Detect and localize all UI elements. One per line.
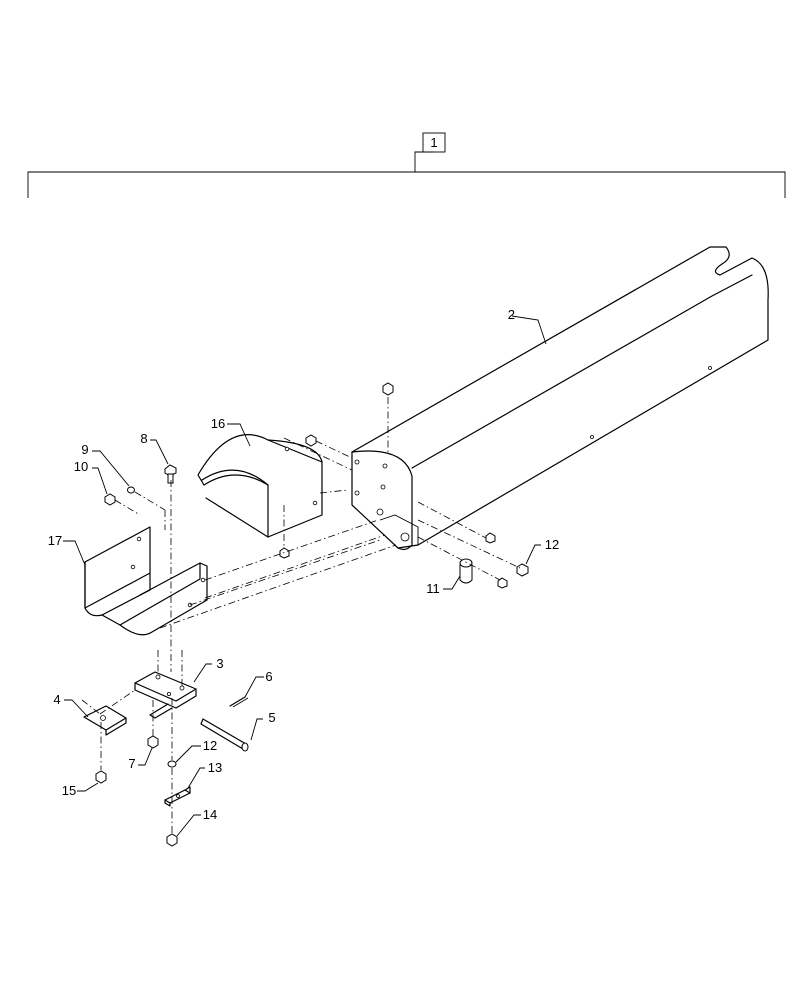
callout-1: 1 xyxy=(430,135,437,150)
part-15-nut xyxy=(95,770,107,784)
callout-17: 17 xyxy=(48,533,62,548)
callout-4: 4 xyxy=(53,692,60,707)
part-3-mounting-plate xyxy=(134,671,197,719)
callout-8: 8 xyxy=(140,431,147,446)
part-7-bolt xyxy=(147,735,159,749)
assembly-bracket xyxy=(27,132,786,198)
part-9-washer xyxy=(127,486,135,494)
callout-11: 11 xyxy=(426,581,440,596)
callout-9: 9 xyxy=(81,442,88,457)
callout-6: 6 xyxy=(265,669,272,684)
callout-7: 7 xyxy=(128,756,135,771)
part-12-nut-upper xyxy=(279,382,529,589)
part-8-bolt xyxy=(164,464,177,484)
part-11-clip xyxy=(459,558,473,584)
part-5-long-pin xyxy=(200,718,249,752)
callout-2: 2 xyxy=(508,307,515,322)
callout-15: 15 xyxy=(62,783,76,798)
callout-5: 5 xyxy=(268,710,275,725)
callout-16: 16 xyxy=(211,416,225,431)
part-4-small-plate xyxy=(83,705,127,736)
part-6-spring-pin xyxy=(229,696,249,708)
callout-10: 10 xyxy=(74,459,88,474)
part-12-washer-lower xyxy=(167,760,177,768)
callout-14: 14 xyxy=(203,807,217,822)
part-10-nut xyxy=(104,493,116,506)
part-14-nut xyxy=(166,833,178,847)
part-17-channel xyxy=(84,526,208,636)
part-2-long-cover xyxy=(351,246,769,551)
callout-13: 13 xyxy=(208,760,222,775)
callout-3: 3 xyxy=(216,656,223,671)
callout-12-upper: 12 xyxy=(545,537,559,552)
callout-12-lower: 12 xyxy=(203,738,217,753)
part-16-curved-cover xyxy=(197,434,323,538)
part-13-small-bracket xyxy=(164,786,191,807)
assembly-centerlines xyxy=(81,397,521,834)
